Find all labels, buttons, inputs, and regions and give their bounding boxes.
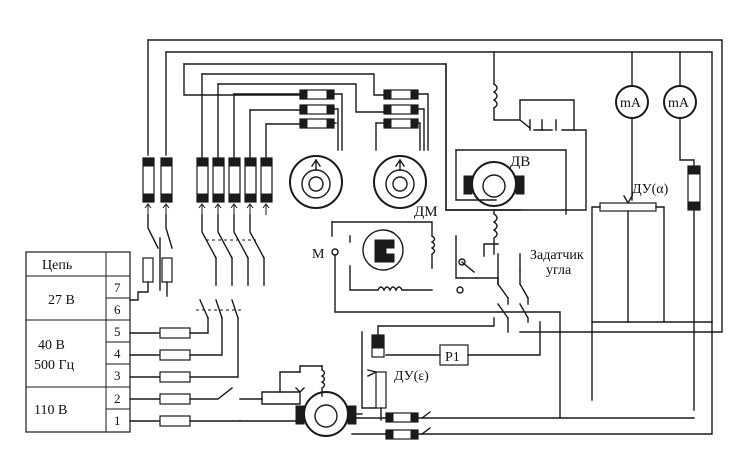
resistor (159, 327, 191, 339)
resistor (159, 349, 191, 361)
switch-bank-lower (129, 299, 263, 427)
motor-110v (239, 365, 363, 437)
relay-p1: Р1 (385, 321, 541, 366)
resistor (159, 393, 191, 405)
voltage-27v: 27 В (48, 293, 75, 308)
frequency-500hz: 500 Гц (34, 358, 75, 373)
dv-label: ДВ (510, 154, 530, 170)
ma-left-label: mA (620, 96, 642, 111)
potentiometer-du-eps: ДУ(ε) (361, 317, 495, 421)
m-label: М (312, 247, 325, 262)
fuse-group-bottom (351, 311, 713, 440)
fuse-vertical (142, 157, 155, 203)
du-alpha-label: ДУ(α) (632, 182, 669, 197)
terminal-point (331, 248, 339, 256)
fuse-vertical (244, 157, 257, 203)
relay-label: Р1 (445, 350, 460, 365)
fuse-vertical (196, 157, 209, 203)
angle-setter: Задатчик угла (497, 248, 584, 333)
ma-right-label: mA (668, 96, 690, 111)
switch-bank-upper (129, 214, 265, 301)
fuse-group-left (299, 89, 343, 151)
fuse-vertical (212, 157, 225, 203)
pin-5: 5 (114, 324, 121, 339)
pin-4: 4 (114, 346, 121, 361)
ma-meter-left: mA (615, 51, 649, 201)
pin-3: 3 (114, 368, 121, 383)
pin-2: 2 (114, 391, 121, 406)
resistor (159, 371, 191, 383)
ma-meter-right: mA (663, 51, 701, 411)
voltage-40v: 40 В (38, 338, 65, 353)
fuse-vertical (228, 157, 241, 203)
synchro-left (289, 155, 343, 209)
table-header: Цепь (42, 258, 72, 273)
voltage-110v: 110 В (34, 403, 67, 418)
du-eps-label: ДУ(ε) (394, 369, 429, 384)
zadatchik-label: Задатчик (530, 248, 584, 263)
potentiometer-du-alpha: ДУ(α) (591, 182, 713, 323)
fuse-row (142, 157, 273, 215)
pin-6: 6 (114, 302, 121, 317)
synchro-right (373, 155, 427, 209)
resistor (159, 415, 191, 427)
fuse-vertical (160, 157, 173, 203)
ugla-label: угла (546, 263, 572, 278)
terminal-table: Цепь 27 В 40 В 500 Гц 110 В 7 6 5 4 3 2 … (25, 251, 131, 433)
pin-1: 1 (114, 413, 121, 428)
fuse-group-right (375, 89, 429, 151)
motor-dm: ДМ М (312, 204, 499, 313)
outer-wiring (147, 39, 723, 333)
dm-label: ДМ (414, 204, 438, 220)
pin-7: 7 (114, 280, 121, 295)
fuse-vertical (260, 157, 273, 203)
motor-dv: ДВ (445, 51, 587, 255)
